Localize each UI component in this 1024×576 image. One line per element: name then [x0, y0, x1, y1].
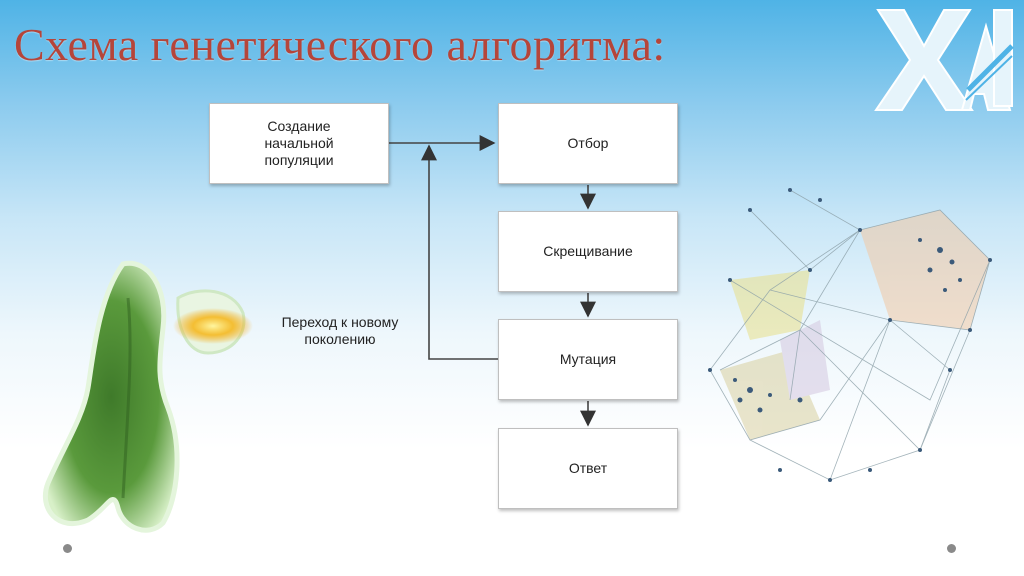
- slide-title: Схема генетического алгоритма:: [14, 19, 666, 70]
- network-graph-image: [708, 188, 992, 482]
- node-selection: Отбор: [498, 103, 678, 184]
- nav-dot-right: [947, 544, 956, 553]
- node-mutation-label: Мутация: [559, 351, 617, 367]
- node-initial-population: Создание начальной популяции: [209, 103, 389, 184]
- node-mutation: Мутация: [498, 319, 678, 400]
- xai-logo: [874, 9, 1014, 111]
- chromosome-image: [42, 260, 253, 533]
- node-selection-label: Отбор: [567, 135, 609, 151]
- node-answer: Ответ: [498, 428, 678, 509]
- nav-dot-left: [63, 544, 72, 553]
- arrow-loop-back: [421, 144, 498, 360]
- node-crossover: Скрещивание: [498, 211, 678, 292]
- node-initial-population-label: Создание начальной популяции: [264, 118, 334, 168]
- node-crossover-label: Скрещивание: [543, 243, 633, 259]
- loop-label: Переход к новому поколению: [281, 314, 399, 347]
- node-answer-label: Ответ: [568, 460, 608, 476]
